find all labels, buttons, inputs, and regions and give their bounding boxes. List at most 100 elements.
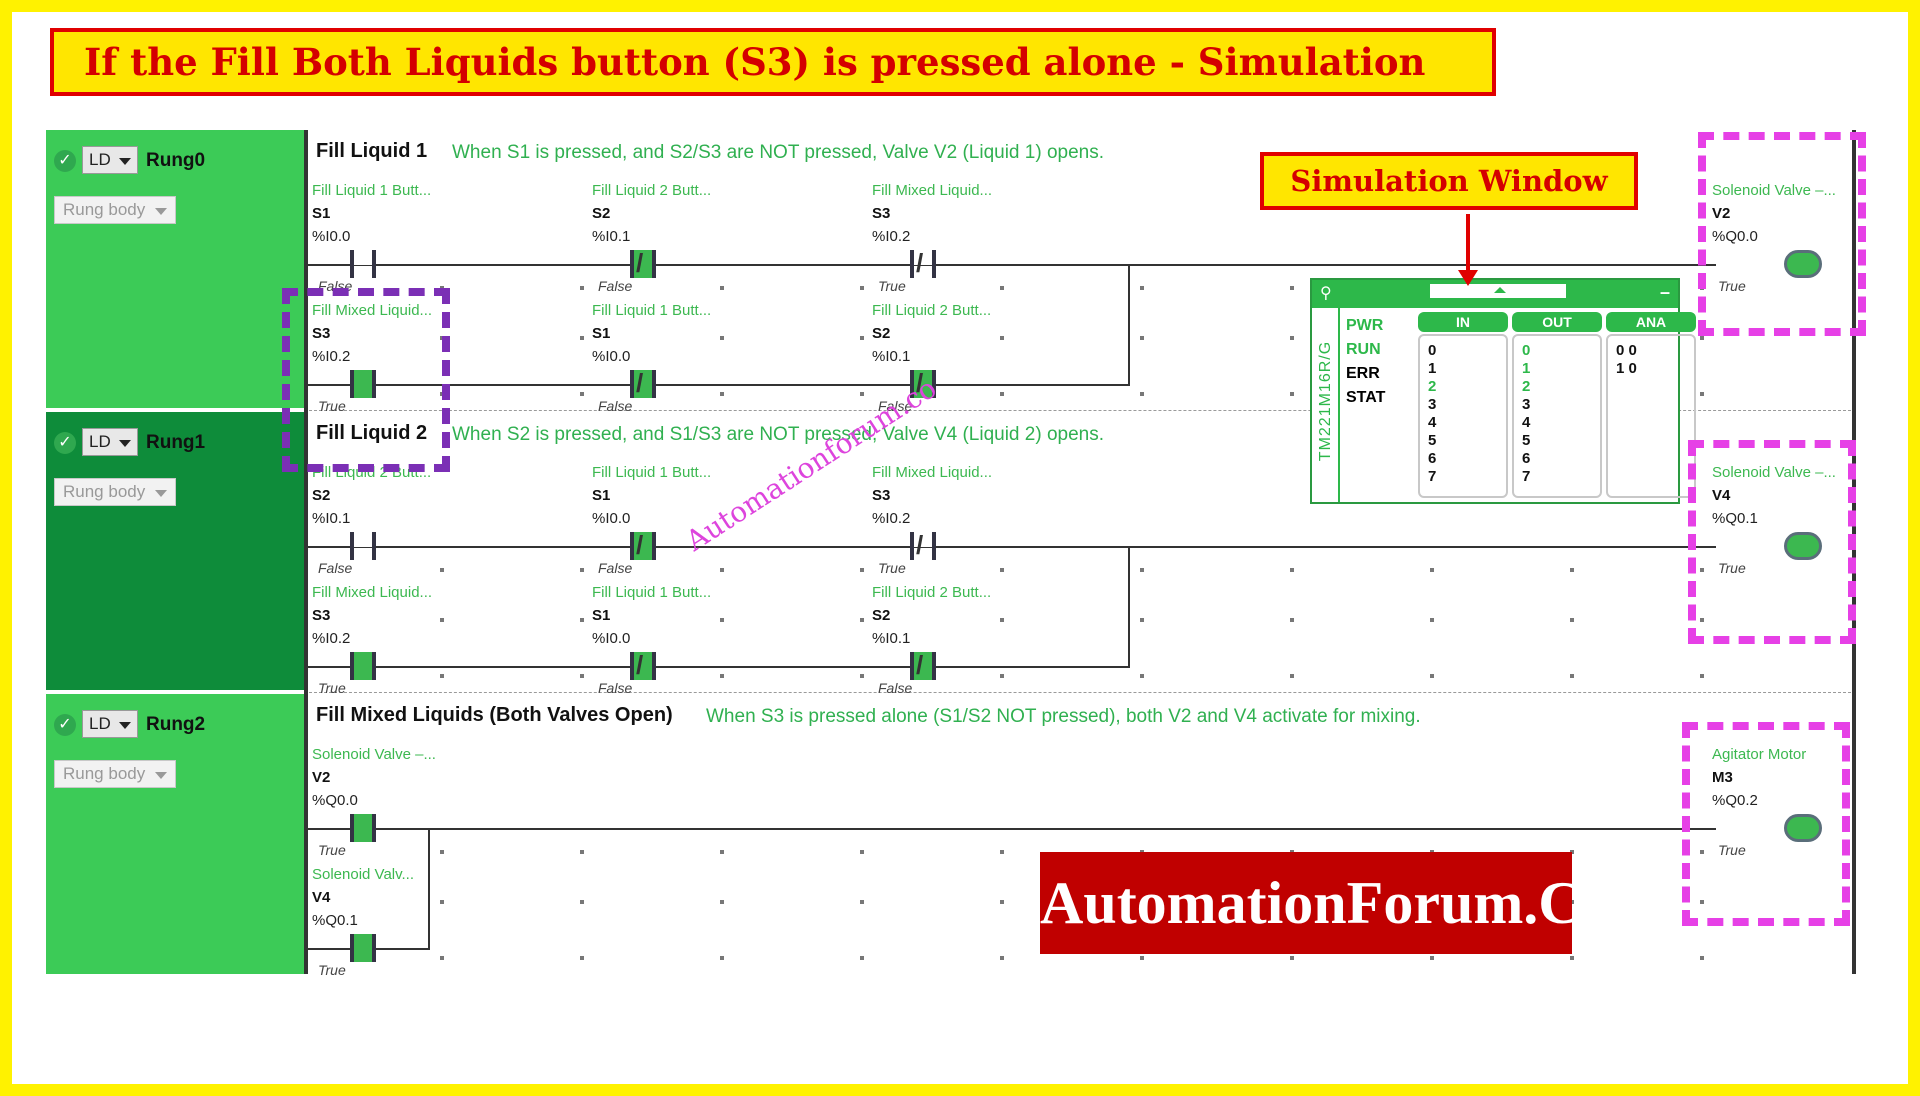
sim-value: 4 (1428, 414, 1437, 431)
element-name: S3 (312, 325, 331, 342)
grid-dot (720, 568, 724, 572)
element-address: %I0.2 (312, 348, 351, 365)
element-address: %I0.0 (592, 348, 631, 365)
element-value: False (598, 680, 633, 696)
grid-dot (860, 956, 864, 960)
sim-ana-header: ANA (1606, 312, 1696, 332)
element-name: S1 (592, 607, 611, 624)
element-address: %Q0.2 (1712, 792, 1758, 809)
sim-value: 7 (1522, 468, 1531, 485)
collapse-up-icon[interactable] (1494, 287, 1506, 293)
element-name: S1 (592, 325, 611, 342)
rung1-body-select[interactable]: Rung body (54, 478, 176, 506)
rung1-name: Rung1 (146, 432, 206, 453)
simulation-window[interactable]: ⚲ – TM221M16R/G PWR RUN ERR STAT IN OUT … (1310, 278, 1696, 504)
grid-dot (1140, 618, 1144, 622)
element-comment: Solenoid Valve –... (1712, 464, 1836, 481)
grid-dot (1000, 336, 1004, 340)
normally-closed-contact-icon: / (624, 650, 662, 680)
rung1-lang-select[interactable]: LD (82, 428, 138, 456)
sim-value: 1 (1428, 360, 1437, 377)
rung0-header[interactable]: ✓ LD Rung0 Rung body (46, 130, 304, 408)
grid-dot (1570, 568, 1574, 572)
grid-dot (440, 900, 444, 904)
sim-model-label: TM221M16R/G (1312, 308, 1340, 502)
element-name: M3 (1712, 769, 1733, 786)
grid-dot (1700, 618, 1704, 622)
rung0-lang-select[interactable]: LD (82, 146, 138, 174)
grid-dot (440, 956, 444, 960)
element-address: %Q0.1 (1712, 510, 1758, 527)
grid-dot (1000, 674, 1004, 678)
rung1-body-label: Rung body (63, 482, 146, 501)
pin-icon[interactable]: ⚲ (1320, 285, 1332, 302)
grid-dot (720, 850, 724, 854)
normally-closed-contact-icon: / (904, 650, 942, 680)
element-comment: Solenoid Valve –... (1712, 182, 1836, 199)
element-address: %Q0.0 (1712, 228, 1758, 245)
element-address: %I0.2 (872, 228, 911, 245)
rung2-lang-select[interactable]: LD (82, 710, 138, 738)
rung0-check-icon[interactable]: ✓ (54, 150, 76, 172)
rung2-header[interactable]: ✓ LD Rung2 Rung body (46, 694, 304, 974)
grid-dot (1000, 850, 1004, 854)
rung1-header[interactable]: ✓ LD Rung1 Rung body (46, 412, 304, 690)
element-comment: Fill Liquid 2 Butt... (872, 584, 992, 601)
rung1-comment: When S2 is pressed, and S1/S3 are NOT pr… (452, 424, 1104, 445)
grid-dot (580, 336, 584, 340)
normally-open-contact-icon (344, 250, 382, 278)
sim-out-header: OUT (1512, 312, 1602, 332)
element-address: %I0.0 (312, 228, 351, 245)
element-value: True (1718, 560, 1746, 576)
left-power-rail (304, 130, 308, 974)
element-comment: Fill Liquid 2 Butt... (872, 302, 992, 319)
grid-dot (580, 674, 584, 678)
coil-icon (1784, 532, 1822, 560)
grid-dot (1290, 956, 1294, 960)
element-name: V4 (1712, 487, 1731, 504)
element-address: %Q0.1 (312, 912, 358, 929)
element-name: S2 (872, 325, 891, 342)
chevron-down-icon (119, 722, 131, 729)
normally-open-contact-icon (344, 652, 382, 680)
grid-dot (720, 956, 724, 960)
grid-dot (1570, 900, 1574, 904)
element-value: False (318, 560, 353, 576)
element-comment: Fill Liquid 1 Butt... (592, 584, 712, 601)
rung0-body-select[interactable]: Rung body (54, 196, 176, 224)
rung2-check-icon[interactable]: ✓ (54, 714, 76, 736)
grid-dot (1700, 900, 1704, 904)
minimize-icon[interactable]: – (1659, 282, 1670, 302)
chevron-down-icon (119, 440, 131, 447)
element-value: True (878, 278, 906, 294)
page-title: If the Fill Both Liquids button (S3) is … (50, 28, 1496, 96)
chevron-down-icon (119, 158, 131, 165)
grid-dot (860, 674, 864, 678)
sim-value: 2 (1428, 378, 1437, 395)
sim-model-text: TM221M16R/G (1317, 340, 1334, 462)
sim-value: 3 (1522, 396, 1531, 413)
rung2-body-select[interactable]: Rung body (54, 760, 176, 788)
rung1-check-icon[interactable]: ✓ (54, 432, 76, 454)
